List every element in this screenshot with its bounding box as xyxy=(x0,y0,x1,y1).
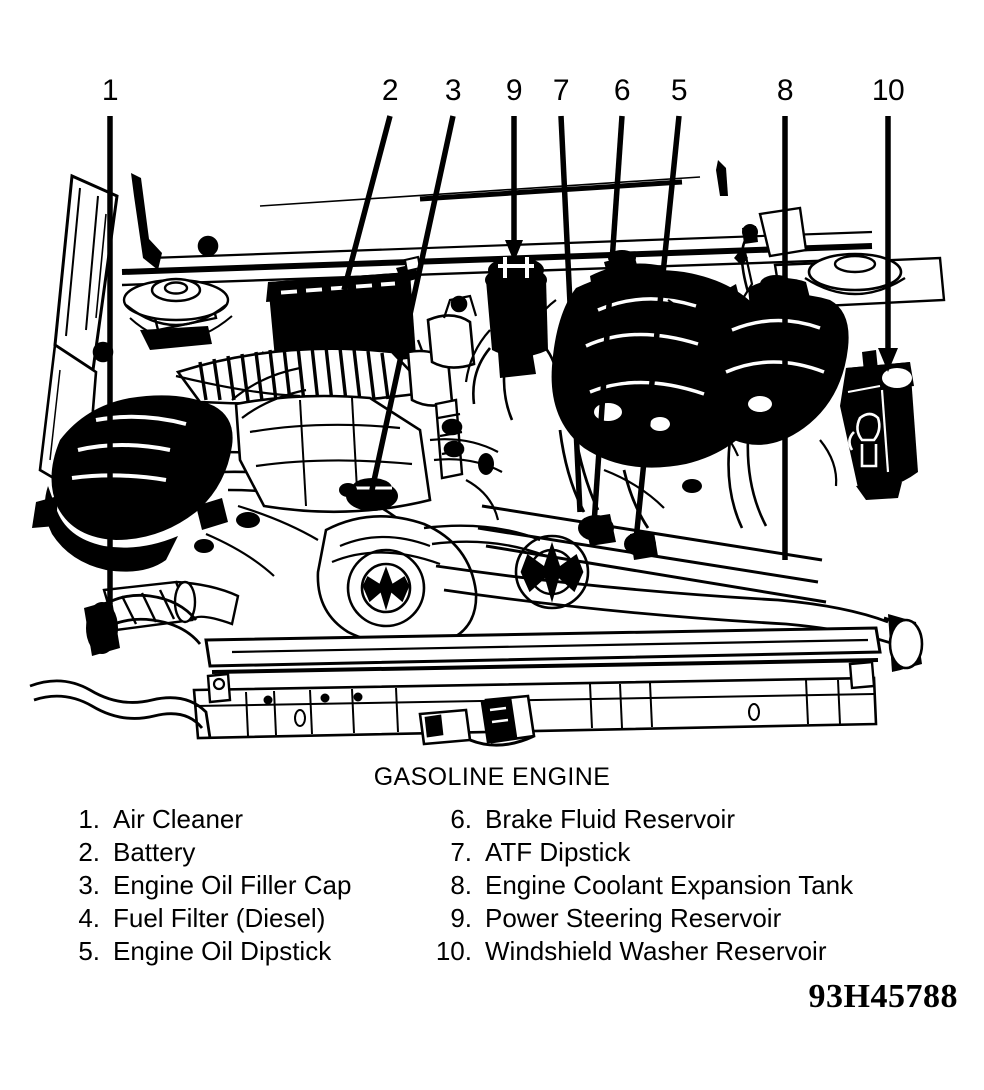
legend-item-10: 10. Windshield Washer Reservoir xyxy=(424,935,984,968)
legend-number-9: 9. xyxy=(450,903,472,933)
legend-item-3: 3. Engine Oil Filler Cap xyxy=(52,869,432,902)
front-frame-rail xyxy=(29,679,212,739)
power-steering-reservoir xyxy=(472,257,559,421)
washer-reservoir xyxy=(840,350,918,500)
lower-hose-coupling xyxy=(84,600,924,672)
engine-block xyxy=(234,294,478,514)
leader-line-2 xyxy=(341,115,393,291)
legend-item-6: 6. Brake Fluid Reservoir xyxy=(424,803,984,836)
legend-number-10: 10. xyxy=(435,936,472,966)
callout-number-10: 10 xyxy=(871,74,905,107)
legend-label-10: Windshield Washer Reservoir xyxy=(485,936,827,966)
callout-number-6: 6 xyxy=(613,74,631,107)
legend-label-3: Engine Oil Filler Cap xyxy=(113,870,352,900)
arrowhead-9 xyxy=(505,240,523,262)
battery xyxy=(261,255,426,374)
legend-item-7: 7. ATF Dipstick xyxy=(424,836,984,869)
legend-label-9: Power Steering Reservoir xyxy=(485,903,782,933)
engine-compartment-illustration xyxy=(29,115,946,747)
legend-number-3: 3. xyxy=(78,870,100,900)
leader-line-7 xyxy=(558,115,583,513)
legend-column-left: 1. Air Cleaner 2. Battery 3. Engine Oil … xyxy=(52,803,432,968)
engine-detail-blobs xyxy=(194,453,702,553)
leader-line-5 xyxy=(633,115,682,541)
callout-number-3: 3 xyxy=(444,74,462,107)
legend-number-1: 1. xyxy=(78,804,100,834)
legend-number-5: 5. xyxy=(78,936,100,966)
legend-item-4: 4. Fuel Filter (Diesel) xyxy=(52,902,432,935)
callout-number-1: 1 xyxy=(101,74,119,107)
strut-brace xyxy=(477,504,827,604)
legend-item-1: 1. Air Cleaner xyxy=(52,803,432,836)
coolant-expansion-tank xyxy=(709,224,849,529)
legend-label-1: Air Cleaner xyxy=(113,804,244,834)
legend-item-8: 8. Engine Coolant Expansion Tank xyxy=(424,869,984,902)
legend-label-7: ATF Dipstick xyxy=(485,837,631,867)
legend-label-5: Engine Oil Dipstick xyxy=(113,936,332,966)
legend-label-6: Brake Fluid Reservoir xyxy=(485,804,735,834)
engine-detail-lines xyxy=(205,299,838,577)
callout-arrowheads xyxy=(505,240,898,372)
arrowhead-10 xyxy=(878,348,898,372)
legend-number-2: 2. xyxy=(78,837,100,867)
figure-part-number: 93H45788 xyxy=(808,978,958,1015)
legend-label-2: Battery xyxy=(113,837,196,867)
legend-number-7: 7. xyxy=(450,837,472,867)
legend-label-8: Engine Coolant Expansion Tank xyxy=(485,870,854,900)
callout-number-8: 8 xyxy=(776,74,794,107)
dipstick-handle xyxy=(578,514,658,560)
illustration-artwork xyxy=(29,115,946,747)
legend-item-2: 2. Battery xyxy=(52,836,432,869)
caption-title: GASOLINE ENGINE xyxy=(373,763,611,791)
legend-column-right: 6. Brake Fluid Reservoir 7. ATF Dipstick… xyxy=(424,803,984,968)
callout-number-2: 2 xyxy=(381,74,399,107)
radiator-support xyxy=(192,626,882,747)
legend-label-4: Fuel Filter (Diesel) xyxy=(113,903,326,933)
left-strut-tower xyxy=(122,277,233,341)
legend-number-6: 6. xyxy=(450,804,472,834)
legend-item-5: 5. Engine Oil Dipstick xyxy=(52,935,432,968)
legend-item-9: 9. Power Steering Reservoir xyxy=(424,902,984,935)
leader-line-6 xyxy=(591,115,625,525)
legend-number-8: 8. xyxy=(450,870,472,900)
callout-number-7: 7 xyxy=(552,74,570,107)
callout-number-5: 5 xyxy=(670,74,688,107)
leader-line-3 xyxy=(369,115,456,491)
legend-number-4: 4. xyxy=(78,903,100,933)
callout-leader-lines xyxy=(107,115,891,604)
callout-number-9: 9 xyxy=(505,74,523,107)
